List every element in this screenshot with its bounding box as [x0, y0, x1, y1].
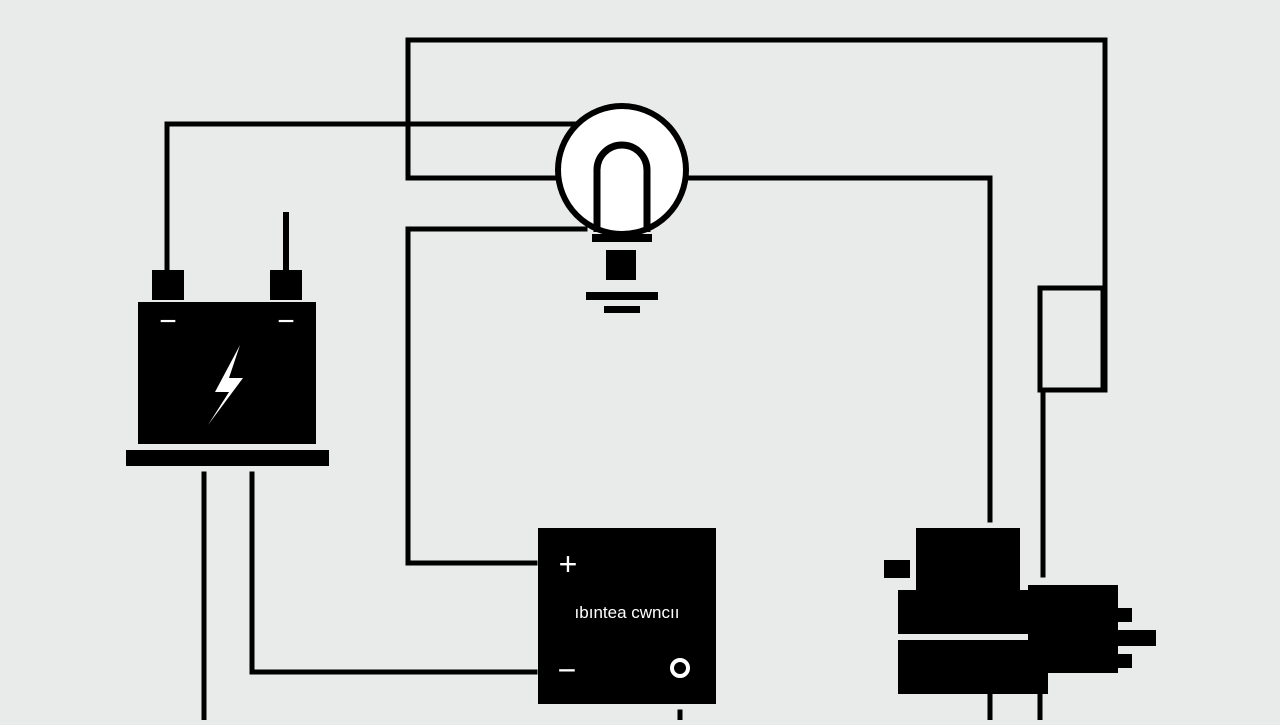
battery-sign-right: −	[277, 305, 295, 338]
relay-box-icon	[1037, 285, 1106, 393]
starter-top	[916, 528, 1020, 602]
battery-sign-left: −	[159, 305, 177, 338]
lamp-stem	[606, 250, 636, 280]
starter-mid	[898, 590, 1028, 634]
starter-fin-1	[1118, 608, 1132, 622]
ignition-switch-label: ıbıntea cwncıı	[575, 603, 680, 622]
starter-fin-2	[1118, 630, 1156, 646]
ignition-switch-terminal	[670, 658, 690, 678]
battery-terminal-left	[152, 270, 184, 300]
battery-terminal-right	[270, 270, 302, 300]
motor-icon	[884, 528, 1156, 694]
wire-lamp-to-starter	[685, 175, 993, 523]
bulb-icon	[593, 141, 651, 232]
starter-fin-3	[1118, 654, 1132, 668]
lightning-bolt-icon	[208, 345, 243, 425]
starter-nub	[884, 560, 910, 578]
wire-top-loop	[405, 37, 1108, 578]
lamp-ground-bottom	[604, 306, 640, 313]
ignition-switch-plus: +	[559, 546, 578, 582]
lamp	[555, 103, 689, 313]
battery-base	[126, 450, 329, 466]
ignition-switch: + ıbıntea cwncıı −	[538, 528, 716, 704]
lamp-ground-top	[586, 292, 658, 300]
starter-lower	[898, 640, 1048, 694]
wire-battery-to-lamp	[164, 121, 588, 273]
wire-battery-to-switch	[249, 471, 538, 675]
battery: − −	[126, 212, 329, 466]
wire-lamp-to-switch	[405, 226, 588, 566]
wire-loop-left-drop	[405, 37, 558, 181]
ignition-switch-minus: −	[558, 652, 577, 688]
lamp-globe	[555, 103, 689, 237]
